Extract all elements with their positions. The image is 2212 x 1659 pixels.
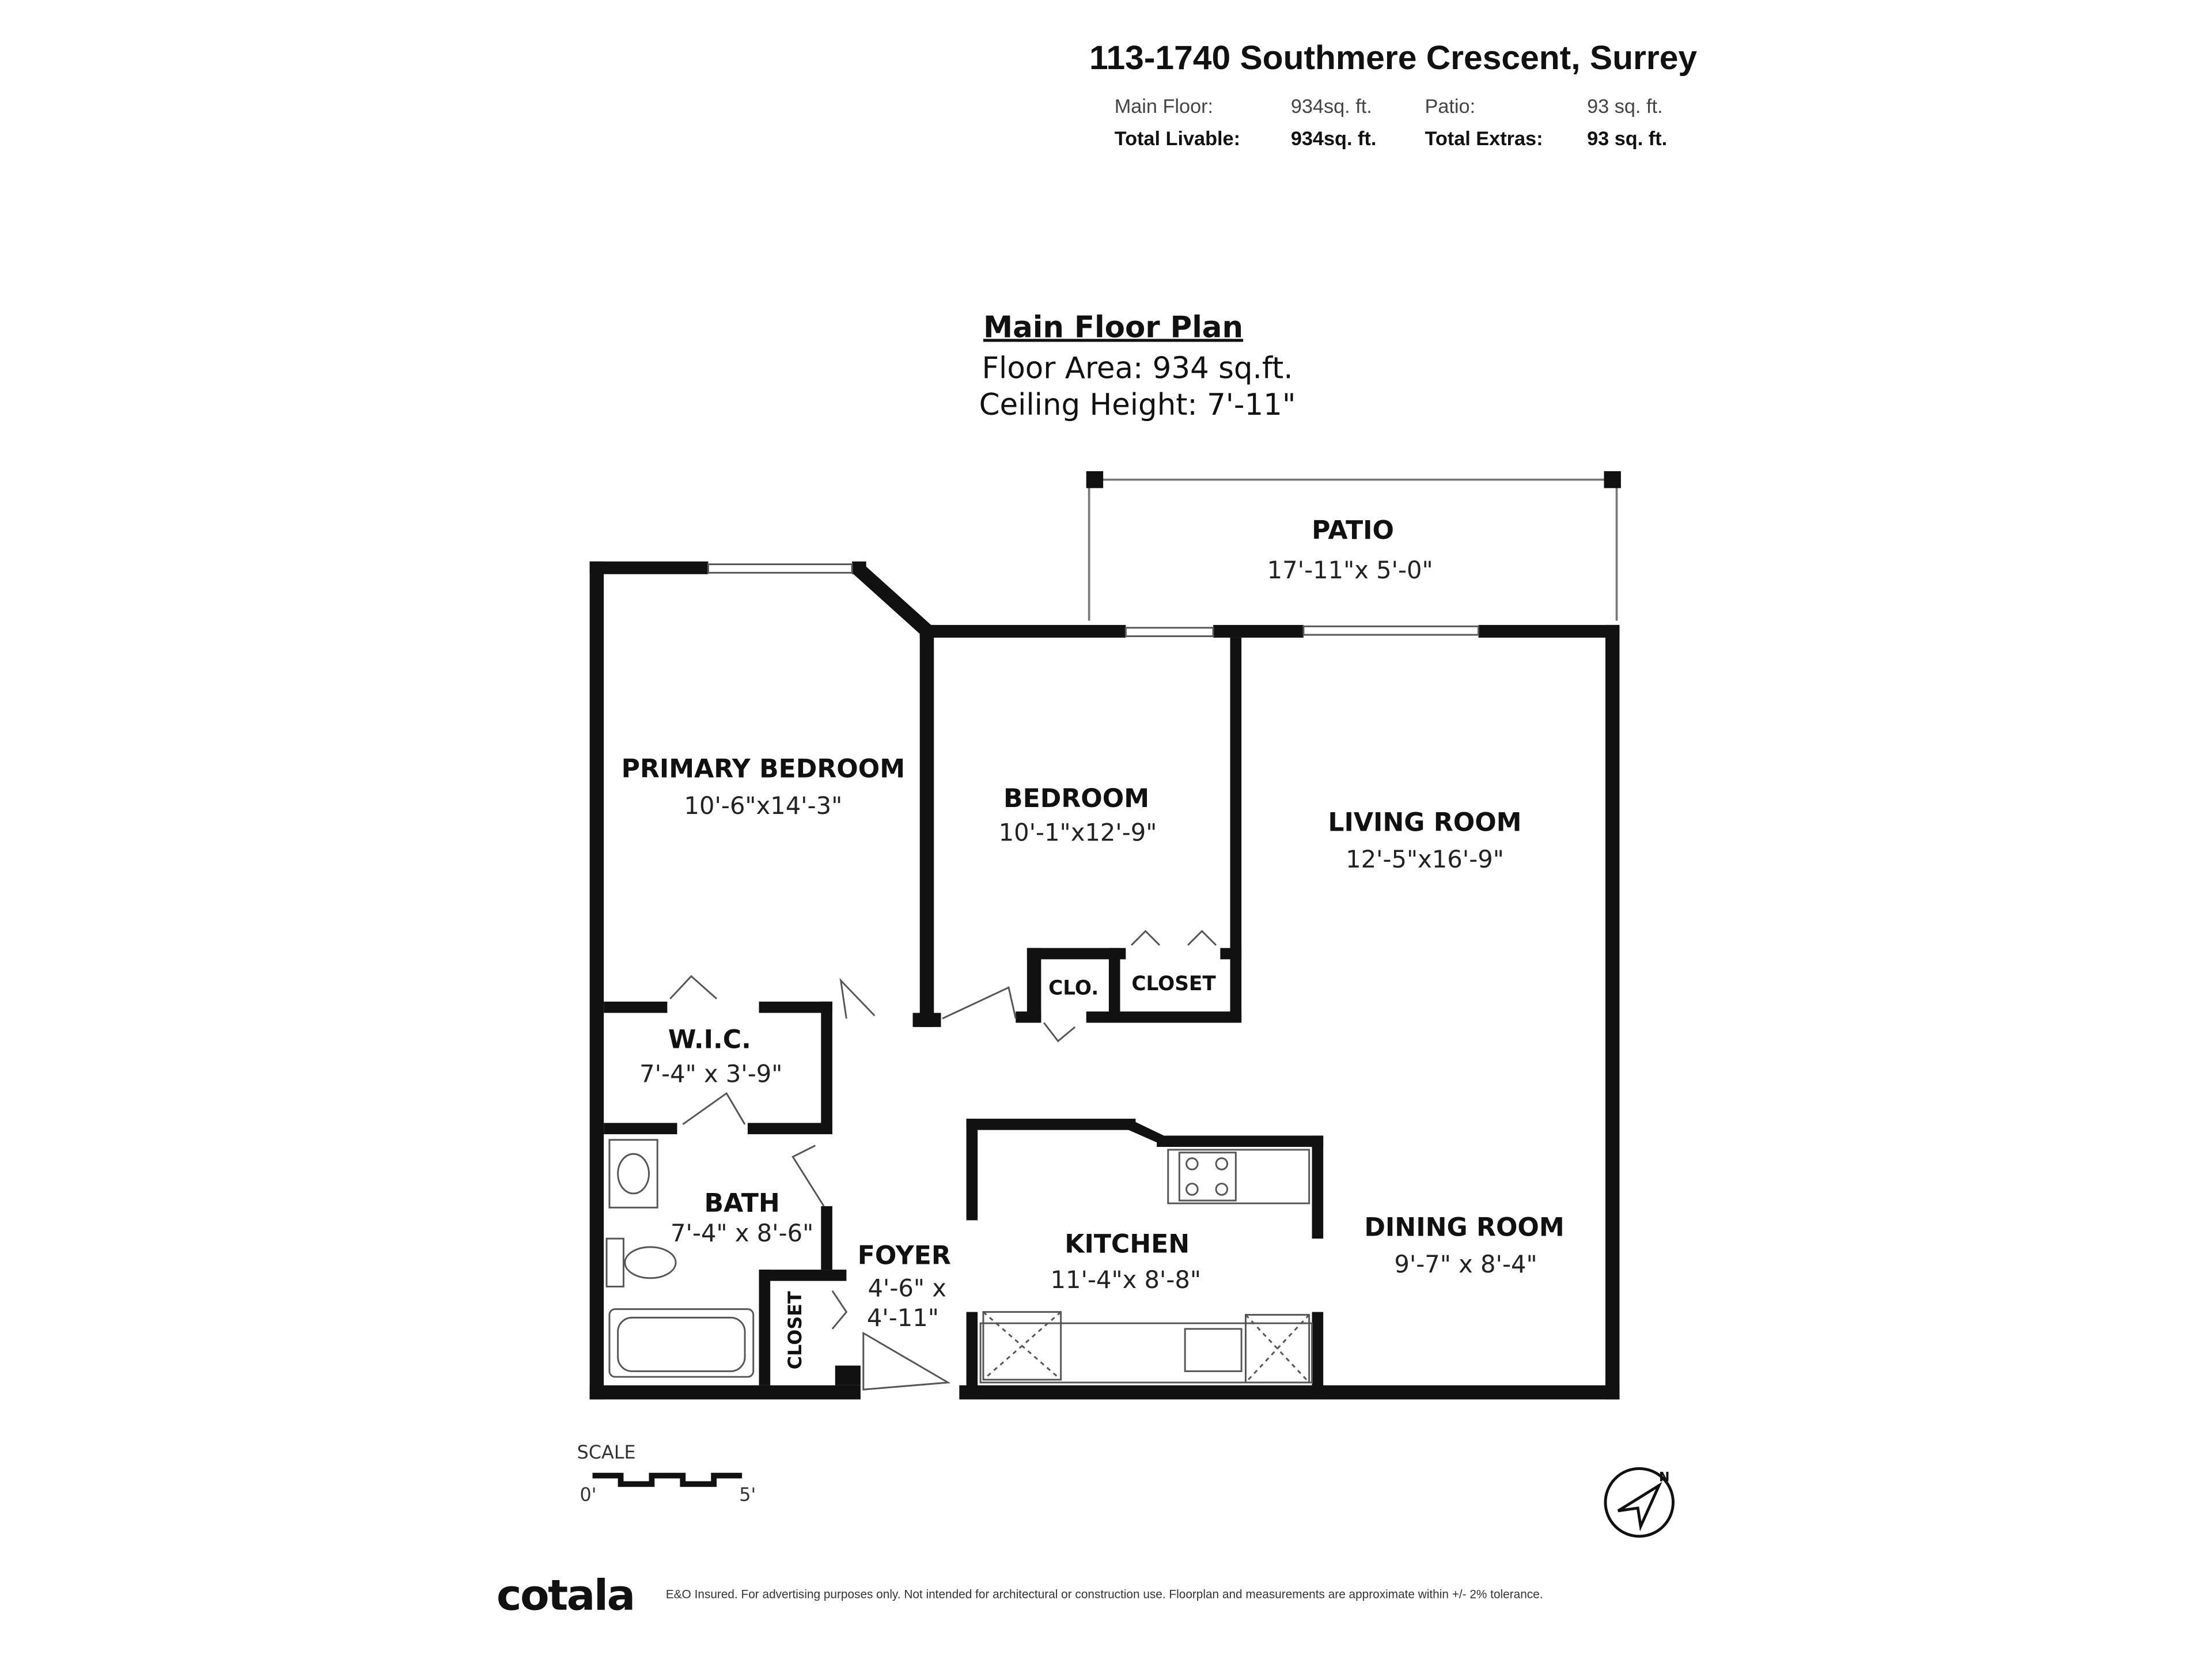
patio-label: Patio: [1425, 96, 1475, 118]
door-swings-wic [669, 975, 746, 1126]
ceiling-height: Ceiling Height: 7'-11" [979, 388, 1296, 422]
toilet-icon [605, 1237, 624, 1287]
door-swings-bedrooms [839, 978, 1017, 1020]
total-extras-label: Total Extras: [1425, 128, 1543, 150]
scale-start: 0' [580, 1484, 597, 1506]
wic-dims: 7'-4" x 3'-9" [639, 1059, 782, 1088]
total-livable-label: Total Livable: [1115, 128, 1240, 150]
sliding-door-living [1302, 625, 1479, 636]
window-primary [707, 563, 853, 574]
scale-end: 5' [739, 1484, 756, 1506]
fridge-icon [982, 1311, 1062, 1381]
kitchen-name: KITCHEN [1065, 1230, 1190, 1259]
patio-outline [1086, 471, 1621, 621]
bath-dims: 7'-4" x 8'-6" [671, 1219, 813, 1247]
disclaimer: E&O Insured. For advertising purposes on… [666, 1588, 1543, 1601]
plan-info: Main Floor Plan Floor Area: 934 sq.ft. C… [979, 310, 1296, 422]
entry-door [862, 1331, 951, 1391]
patio-name: PATIO [1312, 516, 1394, 546]
header: 113-1740 Southmere Crescent, Surrey Main… [1089, 39, 1697, 150]
window-bedroom [1124, 627, 1214, 637]
total-livable-value: 934sq. ft. [1291, 128, 1377, 150]
door-swing-clo [1043, 1022, 1076, 1043]
foyer-name: FOYER [858, 1241, 951, 1270]
closet-name: CLOSET [1131, 972, 1216, 995]
patio-value: 93 sq. ft. [1587, 96, 1662, 118]
room-labels: PATIO 17'-11"x 5'-0" PRIMARY BEDROOM 10'… [622, 516, 1565, 1370]
fixtures [605, 1139, 1313, 1384]
windows-doors [669, 563, 1479, 1391]
compass-icon: N [1604, 1467, 1675, 1538]
bedroom-dims: 10'-1"x12'-9" [999, 819, 1157, 847]
kitchen-dims: 11'-4"x 8'-8" [1051, 1266, 1202, 1294]
dining-room-dims: 9'-7" x 8'-4" [1394, 1250, 1537, 1278]
plan-title: Main Floor Plan [983, 310, 1243, 344]
dining-room-name: DINING ROOM [1364, 1213, 1564, 1242]
foyer-closet-name: CLOSET [784, 1291, 806, 1369]
bedroom-name: BEDROOM [1003, 784, 1149, 813]
main-floor-value: 934sq. ft. [1291, 96, 1372, 118]
walls [589, 561, 1620, 1400]
cotala-logo: cotala [497, 1571, 634, 1620]
door-swings-closet [1131, 930, 1217, 946]
primary-bedroom-name: PRIMARY BEDROOM [622, 754, 905, 783]
bath-name: BATH [704, 1189, 780, 1218]
foyer-dims-1: 4'-6" x [868, 1274, 946, 1302]
stove-icon [1178, 1152, 1237, 1202]
floor-area: Floor Area: 934 sq.ft. [982, 351, 1293, 385]
dishwasher-icon [1244, 1313, 1310, 1384]
bathtub-icon [608, 1308, 755, 1378]
wic-name: W.I.C. [668, 1025, 751, 1055]
address-title: 113-1740 Southmere Crescent, Surrey [1089, 39, 1697, 77]
kitchen-sink-icon [1184, 1328, 1243, 1372]
main-floor-label: Main Floor: [1115, 96, 1213, 118]
living-room-name: LIVING ROOM [1328, 808, 1521, 837]
compass-north: N [1659, 1470, 1669, 1484]
living-room-dims: 12'-5"x16'-9" [1346, 845, 1504, 873]
kitchen-counter [979, 1322, 1313, 1384]
scale-bar: SCALE 0' 5' [577, 1441, 756, 1505]
total-extras-value: 93 sq. ft. [1587, 128, 1667, 150]
foyer-dims-2: 4'-11" [867, 1304, 939, 1332]
door-swing-foyer-closet [831, 1290, 848, 1330]
primary-bedroom-dims: 10'-6"x14'-3" [684, 791, 843, 820]
door-swing-bath [791, 1145, 825, 1207]
clo-name: CLO. [1048, 977, 1099, 1000]
footer: cotala E&O Insured. For advertising purp… [497, 1571, 1543, 1620]
scale-label: SCALE [577, 1441, 636, 1463]
sink-icon [608, 1139, 658, 1209]
stove-counter [1167, 1149, 1310, 1205]
patio-dims: 17'-11"x 5'-0" [1267, 556, 1433, 584]
